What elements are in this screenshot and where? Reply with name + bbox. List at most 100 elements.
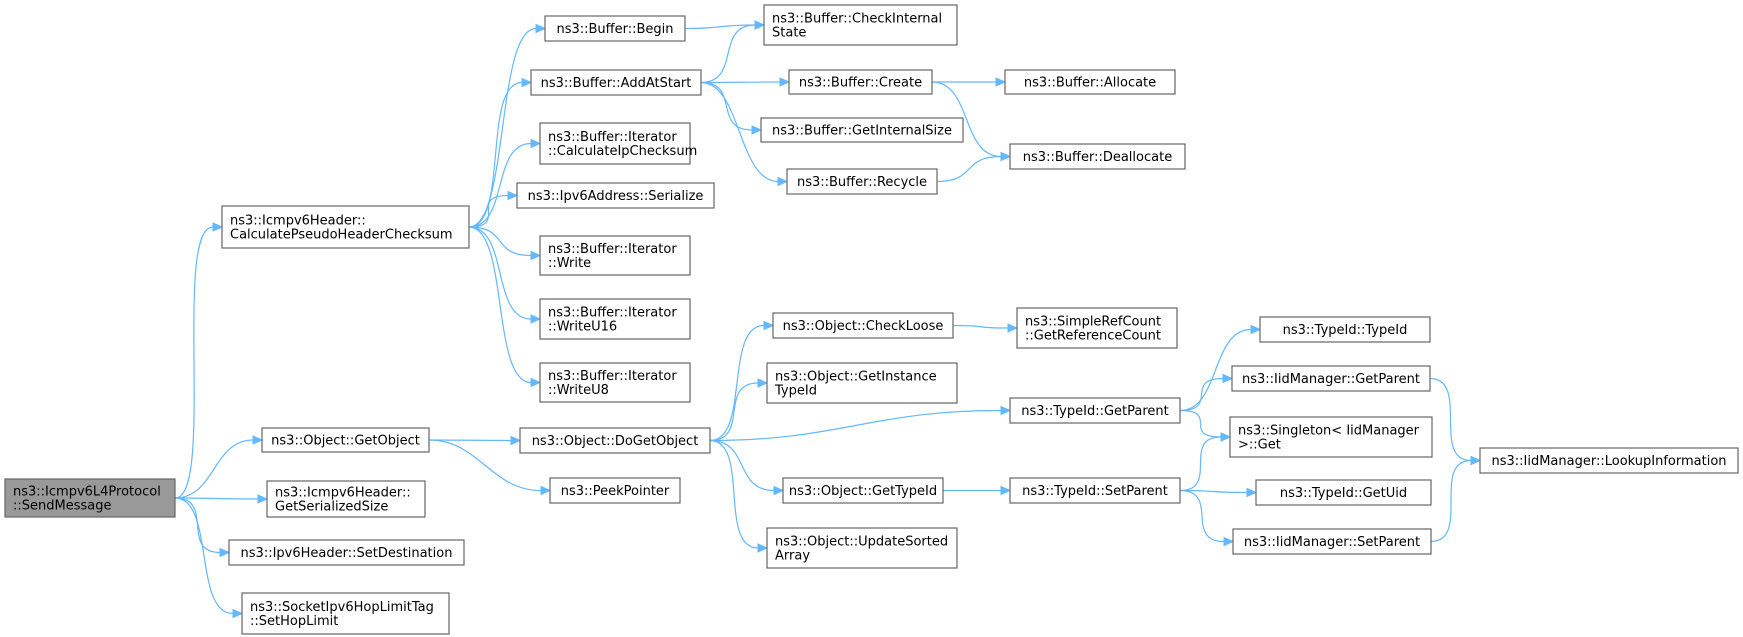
node-label-line: ns3::Object::GetInstance [775,370,937,385]
node-label-line: State [772,26,806,41]
edge-root-to-calc [174,226,214,499]
edge-getobject-to-dogetobject [428,439,512,442]
node-label-line: ns3::IidManager::GetParent [1242,372,1420,387]
node-label-line: ns3::Object::GetTypeId [789,484,937,499]
node-box [1479,447,1739,474]
edge-calc-to-write [468,226,532,257]
node-ns3-typeid-setparent[interactable]: ns3::TypeId::SetParent [1009,477,1181,504]
arrowhead-calc-to-writeu8 [530,377,542,388]
arrowhead-objgettypeid-to-tidsetparent [1000,485,1012,496]
node-box [1004,69,1176,95]
arrowhead-root-to-getobject [252,435,264,445]
edge-root-to-getsersize [174,497,259,500]
edge-calc-to-begin [468,27,537,228]
edge-tidsetparent-to-iidsetparent [1179,489,1225,543]
arrowhead-tidgetparent-to-iidgetparent [1222,373,1234,384]
node-label-line: ns3::Singleton< IidManager [1238,424,1420,439]
node-label-line: ns3::Object::CheckLoose [783,319,944,334]
node-ns3-buffer-iterator-writeu16[interactable]: ns3::Buffer::Iterator::WriteU16 [539,298,691,340]
edge-iidgetparent-to-lookupinfo [1429,377,1472,462]
node-ns3-simplerefcount-getreferencecount[interactable]: ns3::SimpleRefCount::GetReferenceCount [1016,307,1178,349]
edge-tidgetparent-to-iidgetparent [1179,377,1224,412]
arrowhead-addatstart-to-create [779,77,791,87]
node-ns3-singleton-iidmanager-get[interactable]: ns3::Singleton< IidManager>::Get [1229,416,1433,458]
node-ns3-buffer-create[interactable]: ns3::Buffer::Create [788,69,933,95]
node-ns3-typeid-typeid[interactable]: ns3::TypeId::TypeId [1259,316,1431,343]
node-label-line: ns3::Ipv6Address::Serialize [528,189,704,204]
edge-iidsetparent-to-lookupinfo [1430,459,1472,543]
node-ns3-object-checkloose[interactable]: ns3::Object::CheckLoose [772,312,954,339]
arrowhead-dogetobject-to-checkloose [763,320,775,331]
node-box [1009,397,1181,424]
node-ns3-icmpv6header-calculatepseudoheaderchecksum[interactable]: ns3::Icmpv6Header::CalculatePseudoHeader… [221,205,470,249]
node-ns3-object-gettypeid[interactable]: ns3::Object::GetTypeId [782,477,944,504]
node-ns3-icmpv6header-getserializedsize[interactable]: ns3::Icmpv6Header::GetSerializedSize [266,480,426,518]
node-box [539,298,691,340]
node-ns3-object-getobject[interactable]: ns3::Object::GetObject [261,427,430,453]
arrowhead-addatstart-to-getinternalsize [751,125,763,135]
edge-create-to-deallocate [931,81,1002,158]
node-label-line: ::SetHopLimit [250,614,338,629]
node-ns3-buffer-getinternalsize[interactable]: ns3::Buffer::GetInternalSize [760,117,964,143]
arrowhead-calc-to-calcip [530,138,542,149]
arrowhead-getobject-to-peekpointer [540,485,552,496]
arrowhead-addatstart-to-checkinternal [754,20,766,30]
node-box [766,362,958,404]
node-ns3-ipv6address-serialize[interactable]: ns3::Ipv6Address::Serialize [516,182,715,209]
node-label-line: >::Get [1238,438,1281,453]
node-ns3-buffer-deallocate[interactable]: ns3::Buffer::Deallocate [1009,143,1186,170]
node-label-line: ::Write [548,256,591,271]
node-label-line: ns3::IidManager::SetParent [1244,535,1420,550]
node-box [530,69,702,96]
node-label-line: ns3::Buffer::Deallocate [1023,150,1172,165]
node-label-line: ns3::Buffer::Allocate [1024,76,1156,91]
node-ns3-buffer-recycle[interactable]: ns3::Buffer::Recycle [786,168,938,195]
node-ns3-buffer-allocate[interactable]: ns3::Buffer::Allocate [1004,69,1176,95]
node-ns3-buffer-addatstart[interactable]: ns3::Buffer::AddAtStart [530,69,702,96]
node-label-line: ns3::Buffer::Recycle [797,175,927,190]
node-ns3-buffer-iterator-writeu8[interactable]: ns3::Buffer::Iterator::WriteU8 [539,362,691,403]
edge-addatstart-to-create [700,81,781,84]
edge-getobject-to-peekpointer [428,439,542,492]
node-ns3-buffer-begin[interactable]: ns3::Buffer::Begin [544,15,686,42]
node-ns3-peekpointer[interactable]: ns3::PeekPointer [549,477,681,504]
node-label-line: ns3::Buffer::Iterator [548,306,677,321]
arrowhead-create-to-allocate [995,77,1007,87]
node-ns3-socketipv6hoplimittag-sethoplimit[interactable]: ns3::SocketIpv6HopLimitTag::SetHopLimit [241,592,450,635]
node-label-line: ns3::TypeId::GetUid [1280,486,1407,501]
node-ns3-buffer-iterator-write[interactable]: ns3::Buffer::Iterator::Write [539,235,691,276]
node-box [241,592,450,635]
arrowhead-recycle-to-deallocate [1000,151,1012,162]
edge-calc-to-writeu8 [468,226,532,384]
edge-addatstart-to-checkinternal [700,24,756,84]
arrowhead-root-to-sethoplimit [232,608,244,619]
node-ns3-iidmanager-getparent[interactable]: ns3::IidManager::GetParent [1231,365,1431,392]
node-label-line: ns3::Buffer::GetInternalSize [772,124,952,139]
node-ns3-object-dogetobject[interactable]: ns3::Object::DoGetObject [519,427,711,454]
edge-dogetobject-to-objgettypeid [709,439,775,492]
node-box [519,427,711,454]
node-ns3-iidmanager-setparent[interactable]: ns3::IidManager::SetParent [1232,528,1432,555]
edge-addatstart-to-getinternalsize [700,81,753,131]
node-label-line: ::GetReferenceCount [1025,329,1161,344]
node-box [1016,307,1178,349]
edge-root-to-setdest [174,497,221,554]
arrowhead-root-to-setdest [219,547,231,558]
arrowhead-getobject-to-dogetobject [510,435,522,446]
node-ns3-ipv6header-setdestination[interactable]: ns3::Ipv6Header::SetDestination [228,539,465,566]
arrowhead-iidsetparent-to-lookupinfo [1470,455,1482,466]
node-label-line: ns3::SocketIpv6HopLimitTag [250,600,434,615]
edge-begin-to-checkinternal [684,24,756,30]
node-ns3-typeid-getuid[interactable]: ns3::TypeId::GetUid [1255,479,1432,506]
node-ns3-typeid-getparent[interactable]: ns3::TypeId::GetParent [1009,397,1181,424]
node-label-line: ::SendMessage [13,499,111,514]
node-box [539,122,691,165]
node-ns3-buffer-iterator-calculateipchecksum[interactable]: ns3::Buffer::Iterator::CalculateIpChecks… [539,122,697,165]
edge-addatstart-to-recycle [700,81,779,183]
node-ns3-iidmanager-lookupinformation[interactable]: ns3::IidManager::LookupInformation [1479,447,1739,474]
node-box [760,117,964,143]
node-label-line: Array [775,549,810,564]
